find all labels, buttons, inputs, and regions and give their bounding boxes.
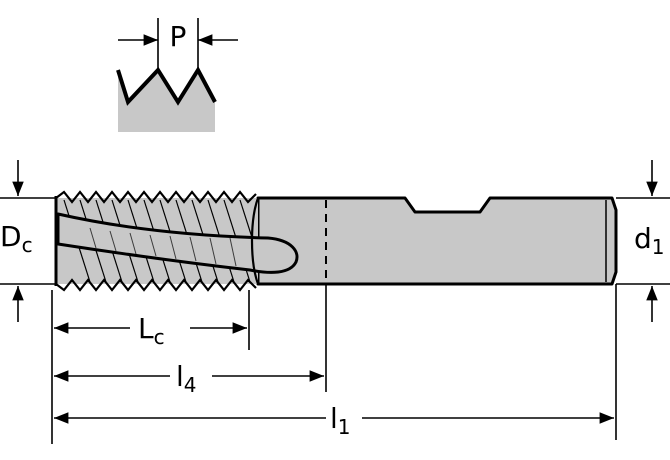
tool-body <box>54 190 618 292</box>
shank-diameter-dimension: d1 <box>634 160 665 322</box>
overall-length-label: l1 <box>330 402 351 439</box>
cutting-length-label: Lc <box>138 312 165 349</box>
cutter-diameter-label: Dc <box>0 220 33 257</box>
threaded-section <box>54 190 299 292</box>
extension-lines <box>0 197 670 444</box>
usable-length-dimension: l4 <box>54 360 324 397</box>
overall-length-dimension: l1 <box>54 402 614 439</box>
thread-profile-detail: P <box>116 18 238 132</box>
cutting-length-dimension: Lc <box>54 312 247 349</box>
cutter-diameter-dimension: Dc <box>0 160 33 322</box>
shank-diameter-label: d1 <box>634 222 665 259</box>
usable-length-label: l4 <box>176 360 197 397</box>
shank <box>256 196 618 286</box>
pitch-label: P <box>170 20 187 53</box>
